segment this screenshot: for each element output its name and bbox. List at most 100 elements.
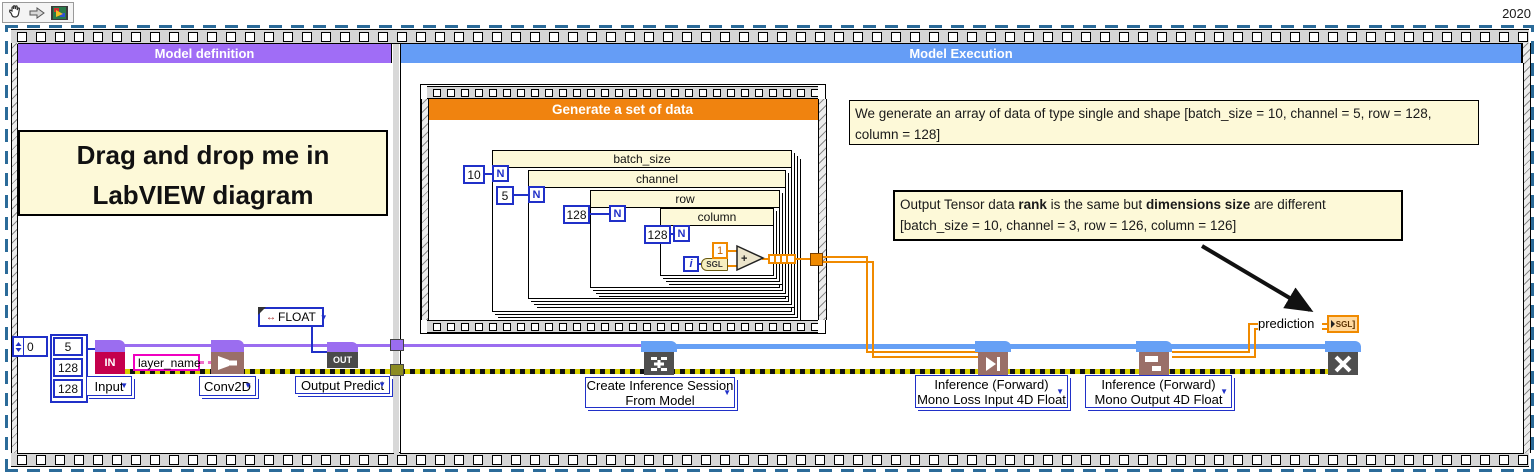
prediction-indicator[interactable]: SGL ]	[1327, 315, 1359, 333]
inference-loss-selector[interactable]: Inference (Forward) Mono Loss Input 4D F…	[915, 375, 1068, 408]
selection-dash-left	[5, 25, 8, 472]
filmstrip-perforation	[283, 31, 293, 42]
filmstrip-perforation	[1100, 454, 1110, 465]
float-enum-constant[interactable]: ↔ FLOAT ▼	[258, 307, 328, 327]
enum-corner-fold	[258, 307, 266, 315]
filmstrip-perforation	[644, 454, 654, 465]
filmstrip-perforation	[783, 322, 791, 331]
filmstrip-perforation	[1309, 31, 1319, 42]
spinner-icon[interactable]	[14, 338, 24, 355]
filmstrip-perforation	[1138, 31, 1148, 42]
retain-wire-arrow-icon[interactable]	[28, 5, 46, 21]
filmstrip-perforation	[17, 31, 27, 42]
add-function-node[interactable]: +	[736, 244, 766, 279]
filmstrip-perforation	[615, 88, 623, 97]
filmstrip-perforation	[1480, 454, 1490, 465]
labview-version-label: 2020	[1502, 6, 1531, 21]
filmstrip-perforation	[454, 31, 464, 42]
filmstrip-perforation	[1005, 454, 1015, 465]
array-element-2[interactable]: 128	[53, 379, 83, 398]
labview-vi-icon[interactable]	[50, 5, 68, 21]
filmstrip-perforation	[1518, 31, 1528, 42]
filmstrip-perforation	[1176, 31, 1186, 42]
array-index-constant[interactable]: 0	[12, 336, 48, 357]
filmstrip-perforation	[1081, 31, 1091, 42]
array-element-0[interactable]: 5	[53, 337, 83, 356]
in-node[interactable]: IN	[95, 352, 125, 374]
output-tensor-comment: Output Tensor data rank is the same but …	[893, 190, 1403, 241]
filmstrip-perforation	[397, 454, 407, 465]
count-constant-column[interactable]: 128	[644, 225, 671, 244]
count-constant-row[interactable]: 128	[563, 205, 590, 224]
sequence-filmstrip-top	[11, 29, 1529, 44]
array-element-1[interactable]: 128	[53, 358, 83, 377]
count-constant-channel[interactable]: 5	[496, 186, 514, 205]
filmstrip-perforation	[302, 454, 312, 465]
filmstrip-perforation	[606, 454, 616, 465]
wire-data-array-b1	[866, 351, 980, 353]
drag-drop-comment: Drag and drop me in LabVIEW diagram	[18, 130, 388, 216]
loop-n-terminal-batch: N	[492, 165, 509, 182]
loop-n-terminal-channel: N	[528, 186, 545, 203]
filmstrip-perforation	[1214, 454, 1224, 465]
to-single-precision-node[interactable]: SGL	[701, 258, 728, 271]
close-session-node[interactable]	[1328, 352, 1358, 375]
conv2d-selector[interactable]: Conv2D ▼	[199, 376, 256, 396]
tunnel-model-reference	[390, 339, 404, 351]
inference-loss-node[interactable]	[978, 352, 1008, 375]
filmstrip-perforation	[948, 31, 958, 42]
filmstrip-perforation	[283, 454, 293, 465]
filmstrip-perforation	[796, 31, 806, 42]
filmstrip-perforation	[1404, 454, 1414, 465]
wire-error-cluster	[120, 369, 1332, 374]
filmstrip-perforation	[1138, 454, 1148, 465]
count-constant-batch[interactable]: 10	[463, 165, 485, 184]
filmstrip-perforation	[435, 454, 445, 465]
filmstrip-perforation	[489, 88, 497, 97]
inference-output-selector[interactable]: Inference (Forward) Mono Output 4D Float…	[1085, 375, 1232, 408]
autoindex-tunnel-batch	[786, 254, 796, 264]
out-node[interactable]: OUT	[327, 352, 358, 368]
filmstrip-perforation	[783, 88, 791, 97]
filmstrip-perforation	[1024, 454, 1034, 465]
input-selector[interactable]: Input ▼	[86, 376, 132, 396]
filmstrip-perforation	[511, 31, 521, 42]
filmstrip-perforation	[741, 88, 749, 97]
filmstrip-perforation	[1271, 454, 1281, 465]
filmstrip-perforation	[447, 322, 455, 331]
layer-name-string-constant[interactable]: layer_name	[133, 354, 201, 371]
create-session-selector[interactable]: Create Inference Session From Model ▼	[585, 377, 735, 408]
create-session-node[interactable]	[644, 352, 674, 375]
pan-hand-icon[interactable]	[6, 5, 24, 21]
filmstrip-perforation	[699, 88, 707, 97]
generate-filmstrip-top	[427, 86, 818, 99]
array-bracket-right: ]	[1352, 319, 1356, 329]
filmstrip-perforation	[473, 31, 483, 42]
filmstrip-perforation	[967, 31, 977, 42]
annotation-arrow	[1192, 240, 1327, 327]
filmstrip-perforation	[1366, 31, 1376, 42]
filmstrip-perforation	[226, 454, 236, 465]
shape-array-constant[interactable]: 5 128 128	[50, 334, 88, 403]
dropdown-arrow-icon: ▼	[319, 312, 328, 322]
inference-output-node[interactable]	[1139, 352, 1169, 375]
filmstrip-perforation	[226, 31, 236, 42]
wire-prediction-b1	[1172, 351, 1250, 353]
filmstrip-perforation	[986, 454, 996, 465]
filmstrip-perforation	[685, 322, 693, 331]
filmstrip-perforation	[853, 454, 863, 465]
filmstrip-perforation	[1157, 454, 1167, 465]
dropdown-arrow-icon: ▼	[120, 381, 128, 390]
selection-dash-top	[5, 25, 1534, 28]
filmstrip-perforation	[55, 31, 65, 42]
conv2d-node[interactable]	[211, 352, 244, 374]
filmstrip-perforation	[321, 31, 331, 42]
loop-label-column: column	[661, 209, 773, 226]
filmstrip-perforation	[797, 322, 805, 331]
filmstrip-perforation	[74, 31, 84, 42]
numeric-constant-one[interactable]: 1	[712, 242, 728, 259]
filmstrip-perforation	[727, 88, 735, 97]
wire-count-row	[590, 213, 610, 215]
output-predict-selector[interactable]: Output Predict ▼	[295, 376, 390, 394]
filmstrip-perforation	[340, 454, 350, 465]
